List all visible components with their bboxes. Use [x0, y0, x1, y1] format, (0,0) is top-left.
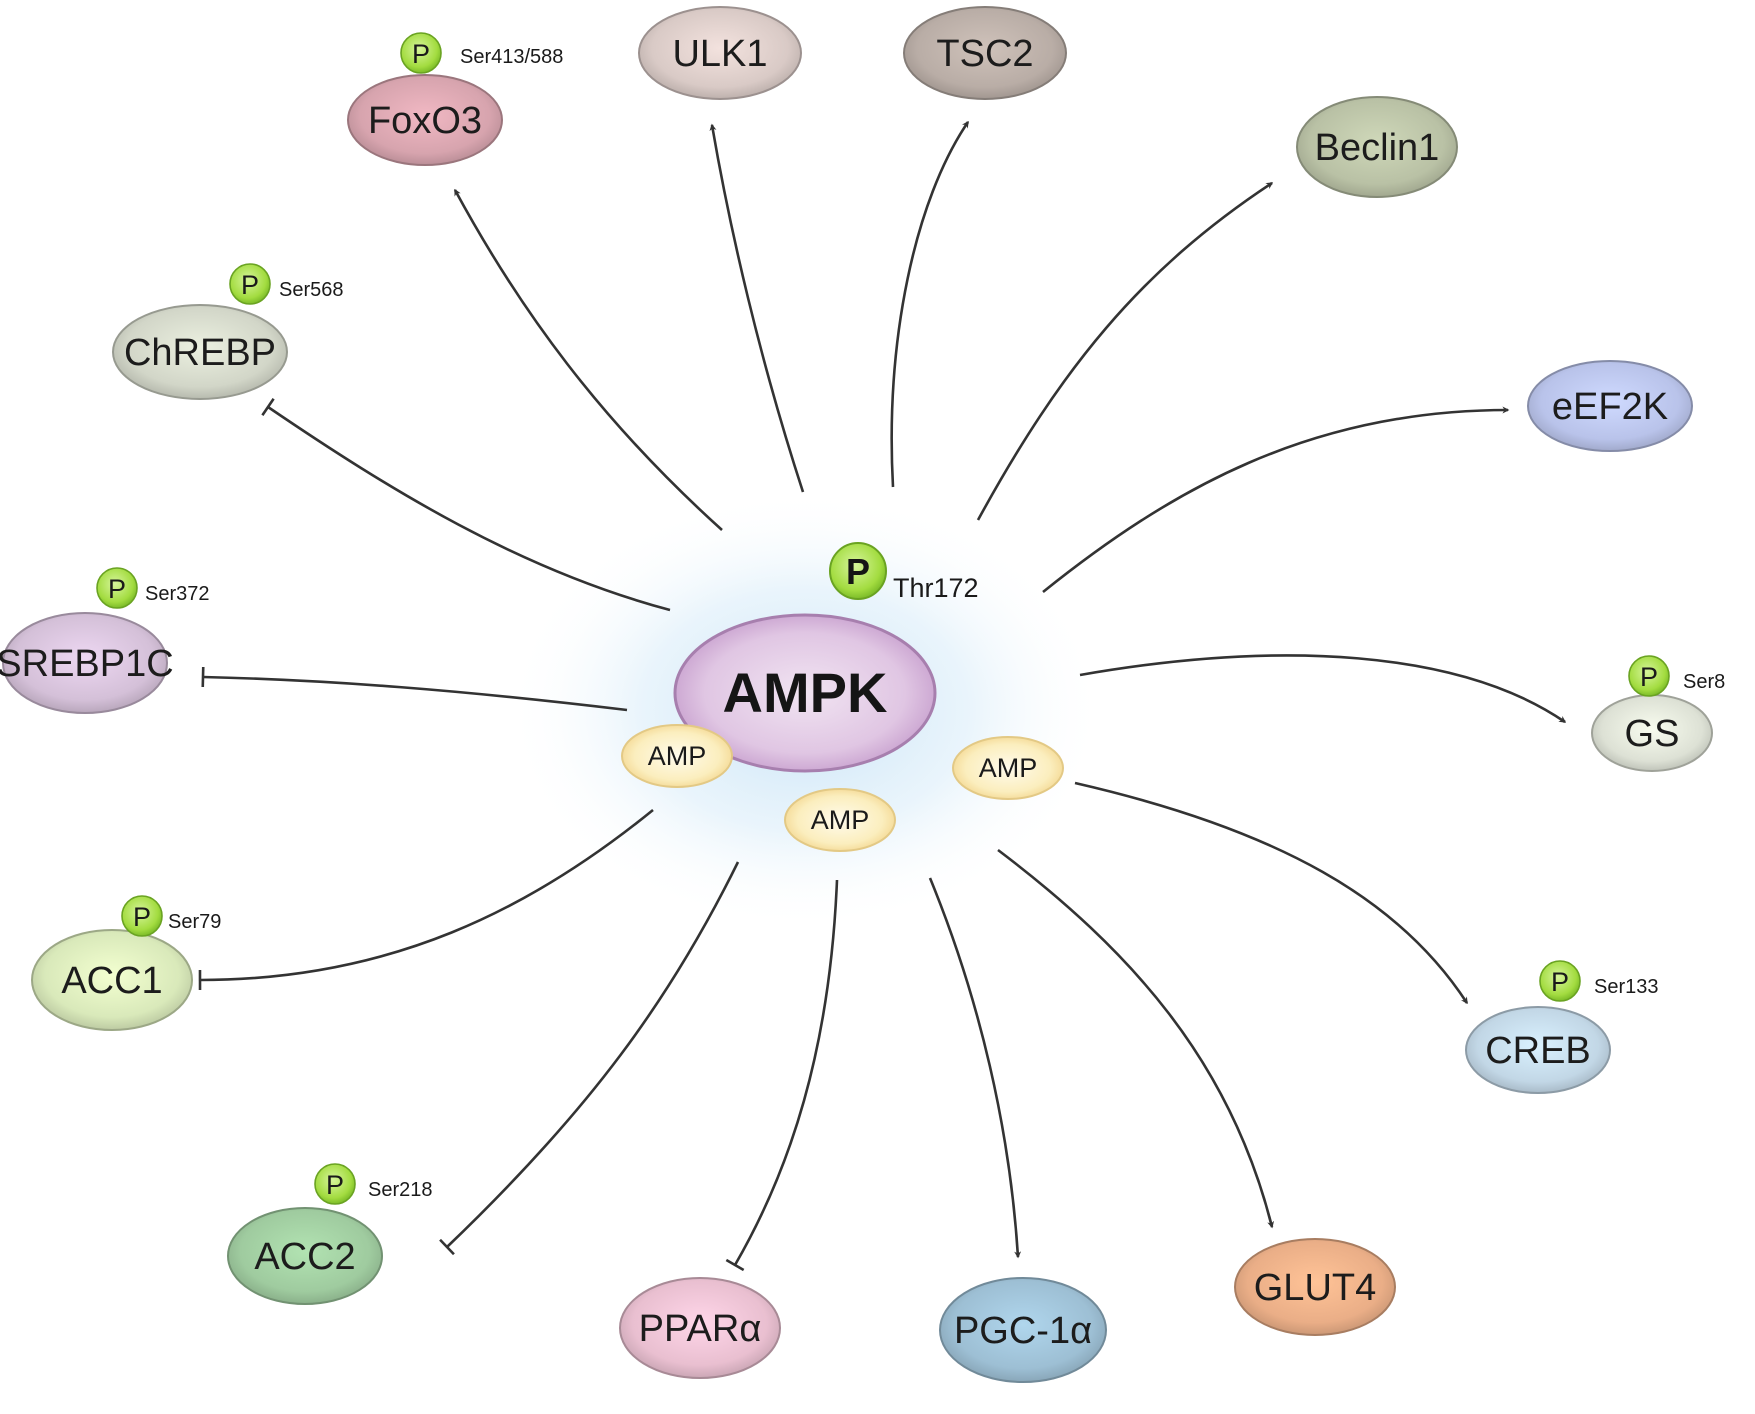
node-ellipse-ppara: [619, 1277, 781, 1379]
node-ellipse-pgc1a: [939, 1277, 1107, 1383]
site-label-acc2: Ser218: [368, 1179, 433, 1201]
amp-ellipse: [952, 736, 1064, 800]
node-label-eef2k: eEF2K: [1552, 386, 1668, 428]
amp-ellipse: [784, 788, 896, 852]
node-gs: GS P Ser8: [1591, 655, 1725, 772]
inhibit-bar-ppara: [725, 1258, 745, 1272]
node-ellipse-glut4: [1234, 1238, 1396, 1336]
connector-ppara-inhibit: [733, 879, 839, 1266]
node-acc1: ACC1 P Ser79: [31, 895, 221, 1031]
node-label-srebp1c: SREBP1C: [0, 643, 174, 685]
connector-srebp1c-inhibit: [202, 675, 628, 712]
ampk-site-label: Thr172: [893, 573, 979, 603]
inhibit-bar-chrebp: [261, 397, 275, 417]
connector-foxo3-activate: [453, 188, 723, 531]
connector-acc2-inhibit: [446, 861, 740, 1248]
phospho-circle-acc2: [314, 1163, 356, 1205]
connector-creb-activate: [1074, 781, 1469, 1005]
ampk-ellipse: [673, 613, 937, 773]
node-beclin1: Beclin1: [1296, 96, 1458, 198]
ampk-label: AMPK: [723, 661, 888, 724]
node-label-ulk1: ULK1: [672, 33, 767, 75]
node-creb: CREB P Ser133: [1465, 960, 1659, 1094]
node-label-creb: CREB: [1485, 1030, 1591, 1072]
amp-label: AMP: [979, 753, 1038, 783]
inhibit-bar-acc2: [439, 1238, 455, 1256]
node-acc2: ACC2 P Ser218: [227, 1163, 433, 1305]
connector-pgc1a-activate: [928, 877, 1022, 1259]
phospho-circle-foxo3: [400, 32, 442, 74]
node-tsc2: TSC2: [903, 6, 1067, 100]
amp-ellipse: [621, 724, 733, 788]
ampk-phospho-letter: P: [846, 551, 870, 592]
connector-glut4-activate: [997, 848, 1275, 1229]
connector-acc1-inhibit: [199, 808, 654, 982]
node-ellipse-acc2: [227, 1207, 383, 1305]
site-label-acc1: Ser79: [168, 911, 221, 933]
node-chrebp: ChREBP P Ser568: [112, 263, 344, 400]
node-ellipse-tsc2: [903, 6, 1067, 100]
connector-eef2k-activate: [1042, 406, 1510, 594]
connector-beclin1-activate: [976, 181, 1274, 521]
node-ppara: PPARα: [619, 1277, 781, 1379]
node-ellipse-chrebp: [112, 304, 288, 400]
node-ellipse-ulk1: [638, 6, 802, 100]
node-ellipse-foxo3: [347, 74, 503, 166]
amp-node: AMP: [952, 736, 1064, 800]
site-label-chrebp: Ser568: [279, 279, 344, 301]
connector-ulk1-activate: [709, 123, 805, 493]
site-label-foxo3: Ser413/588: [460, 46, 563, 68]
phospho-circle-srebp1c: [96, 567, 138, 609]
phospho-letter-acc1: P: [133, 902, 151, 932]
site-label-gs: Ser8: [1683, 671, 1725, 693]
connector-tsc2-activate: [890, 120, 970, 488]
amp-label: AMP: [811, 805, 870, 835]
phospho-letter-srebp1c: P: [108, 574, 126, 604]
node-label-foxo3: FoxO3: [368, 100, 482, 142]
node-glut4: GLUT4: [1234, 1238, 1396, 1336]
node-ellipse-acc1: [31, 929, 193, 1031]
phospho-circle-acc1: [121, 895, 163, 937]
amp-node: AMP: [621, 724, 733, 788]
site-label-creb: Ser133: [1594, 976, 1659, 998]
connectors: [198, 120, 1567, 1272]
phospho-circle-chrebp: [229, 263, 271, 305]
ampk-node: AMPK P Thr172: [673, 542, 979, 773]
ampk-phospho-badge: P: [829, 542, 887, 600]
amp-label: AMP: [648, 741, 707, 771]
phospho-letter-acc2: P: [326, 1170, 344, 1200]
node-label-tsc2: TSC2: [936, 33, 1033, 75]
node-ulk1: ULK1: [638, 6, 802, 100]
node-ellipse-creb: [1465, 1006, 1611, 1094]
node-ellipse-srebp1c: [2, 612, 168, 714]
site-label-srebp1c: Ser372: [145, 583, 210, 605]
phospho-letter-creb: P: [1551, 967, 1569, 997]
connector-gs-activate: [1079, 654, 1567, 724]
node-eef2k: eEF2K: [1527, 360, 1693, 452]
node-label-ppara: PPARα: [639, 1308, 762, 1350]
connector-chrebp-inhibit: [267, 405, 671, 612]
node-pgc1a: PGC-1α: [939, 1277, 1107, 1383]
node-label-acc1: ACC1: [61, 960, 162, 1002]
phospho-letter-gs: P: [1640, 662, 1658, 692]
node-ellipse-eef2k: [1527, 360, 1693, 452]
node-foxo3: FoxO3 P Ser413/588: [347, 32, 563, 166]
amp-node: AMP: [784, 788, 896, 852]
phospho-letter-foxo3: P: [412, 39, 430, 69]
phospho-circle-creb: [1539, 960, 1581, 1002]
node-srebp1c: SREBP1C P Ser372: [0, 567, 210, 714]
node-label-pgc1a: PGC-1α: [954, 1310, 1092, 1352]
phospho-letter-chrebp: P: [241, 270, 259, 300]
node-label-gs: GS: [1625, 713, 1680, 755]
phospho-circle-gs: [1628, 655, 1670, 697]
node-ellipse-beclin1: [1296, 96, 1458, 198]
node-label-acc2: ACC2: [254, 1236, 355, 1278]
ampk-phospho-circle: [829, 542, 887, 600]
node-label-beclin1: Beclin1: [1315, 127, 1440, 169]
node-label-glut4: GLUT4: [1254, 1267, 1376, 1309]
node-label-chrebp: ChREBP: [124, 332, 276, 374]
